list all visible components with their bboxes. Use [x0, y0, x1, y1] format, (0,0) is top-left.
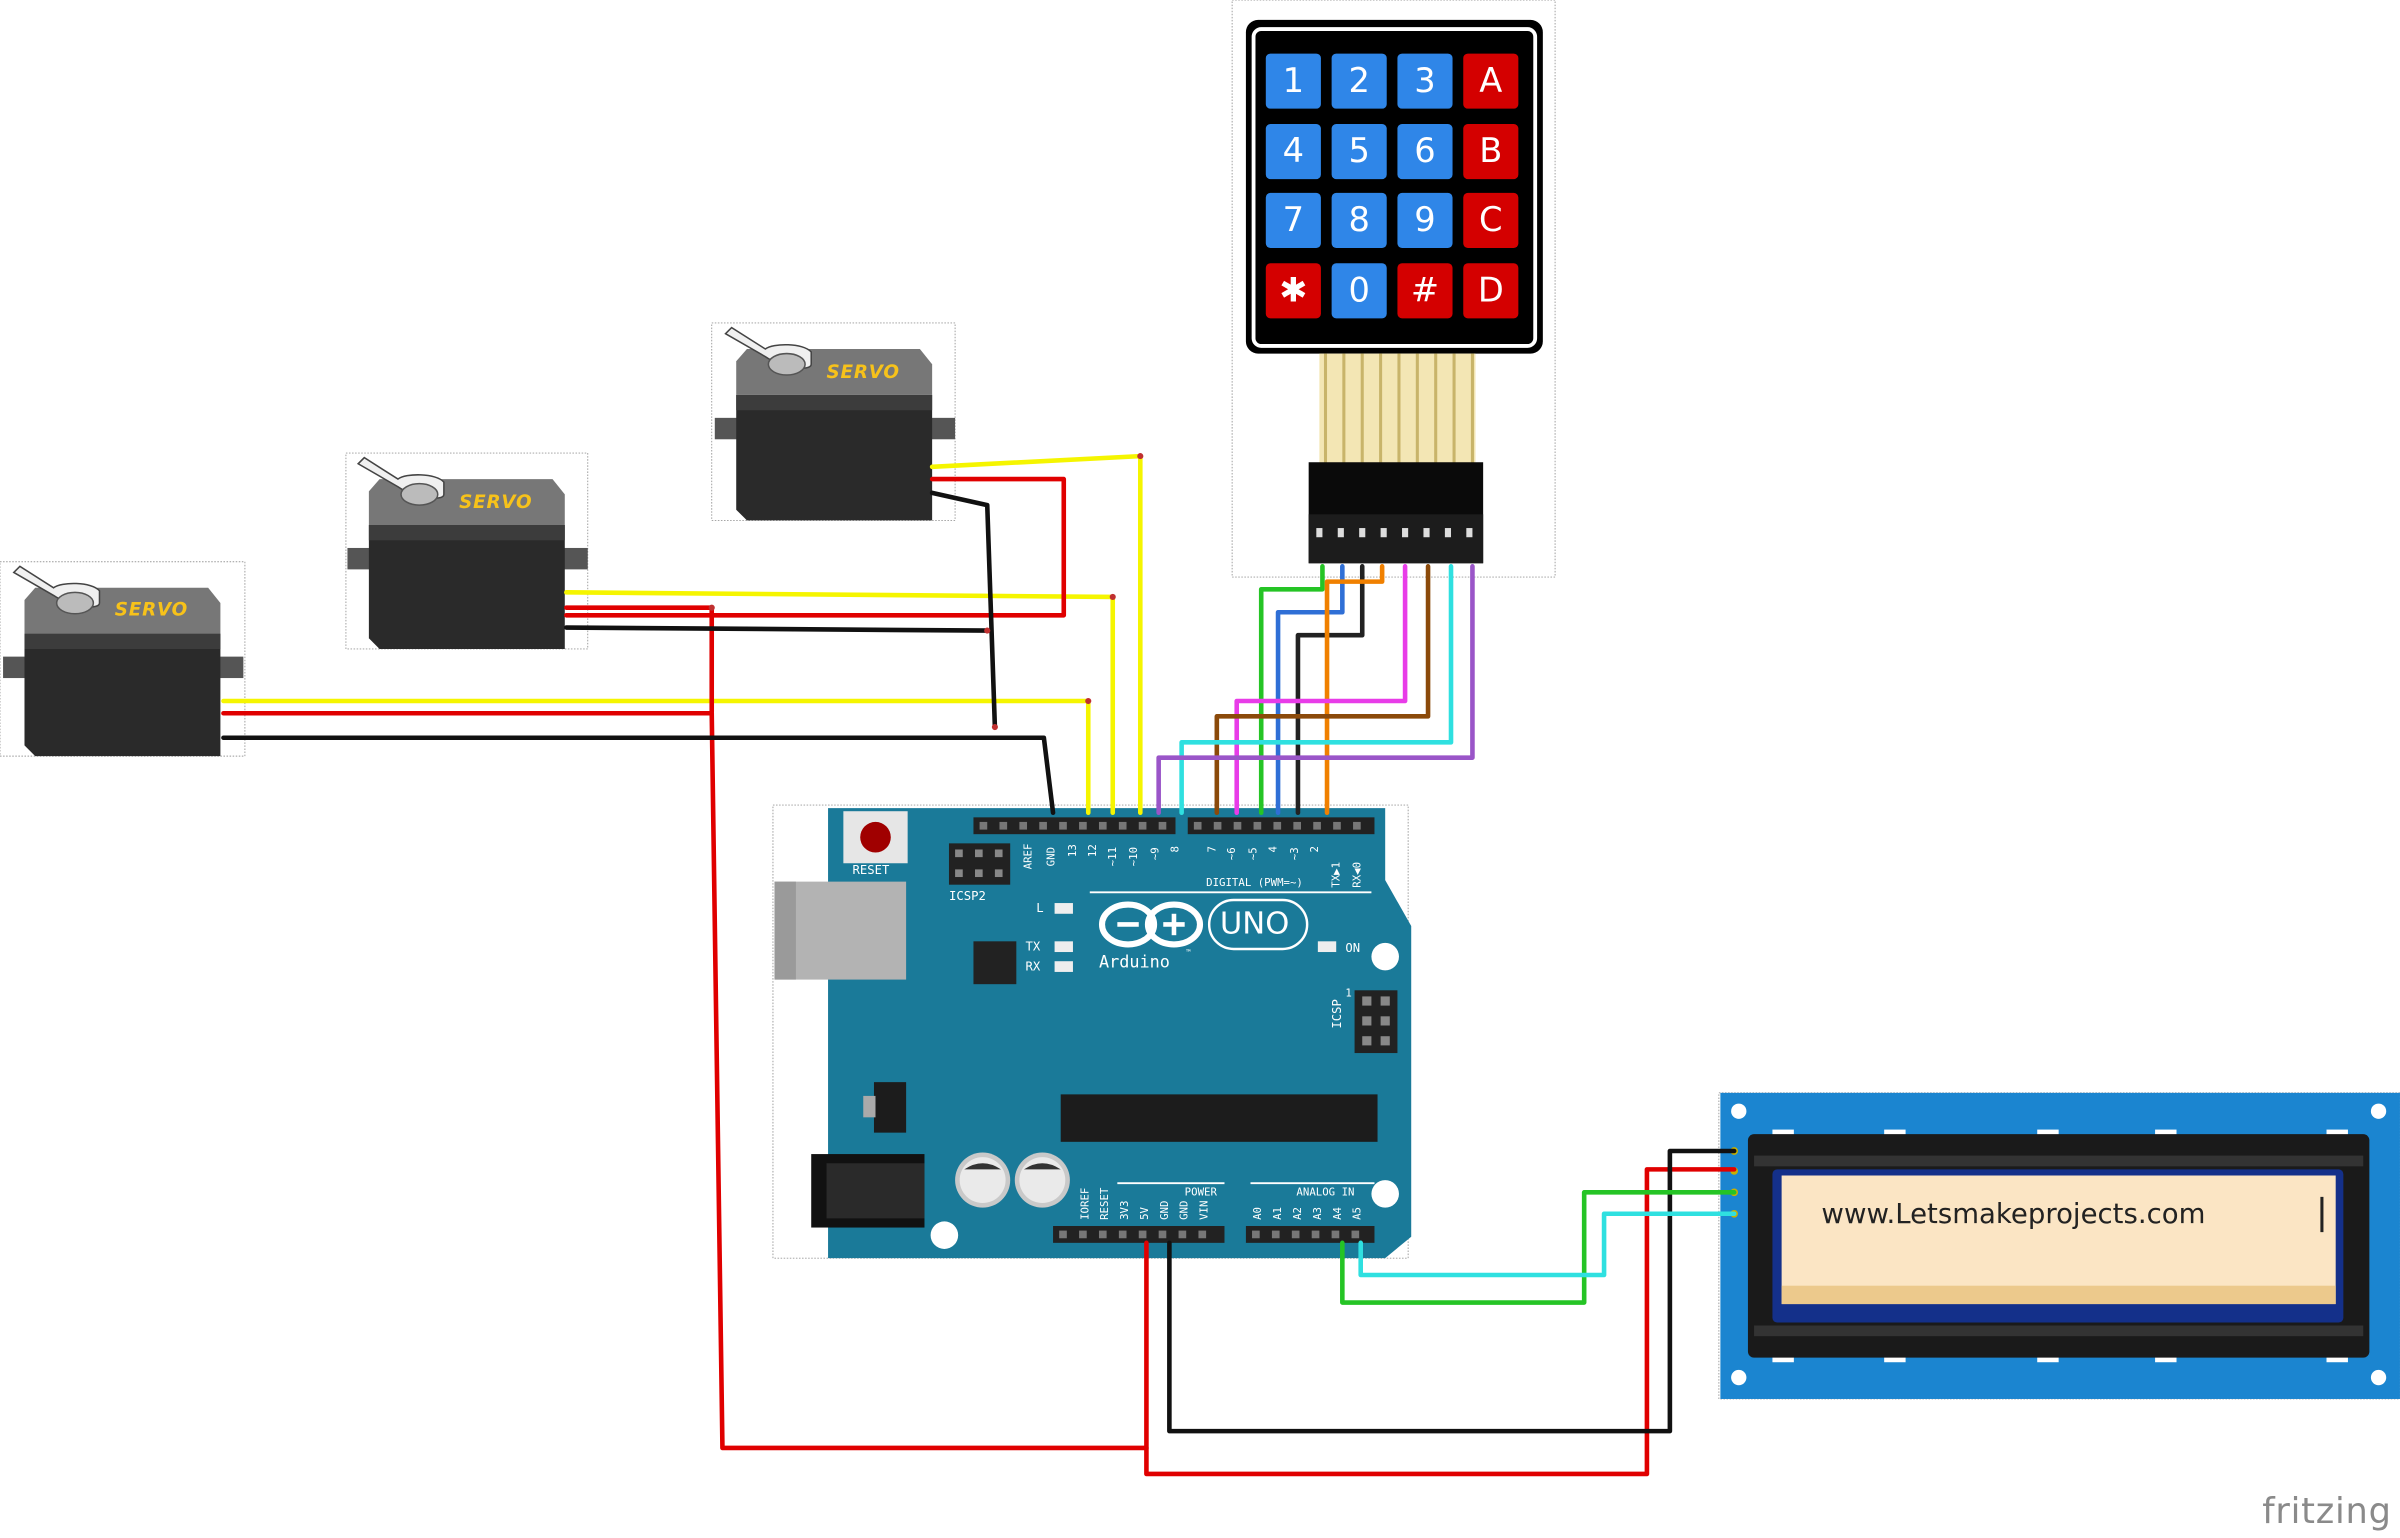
icsp-pin-label: 1	[1345, 987, 1352, 1000]
pin-label: RX◀0	[1351, 861, 1364, 888]
servo-1	[3, 565, 244, 757]
pin-label: 5V	[1138, 1206, 1152, 1220]
pin-label: ~11	[1106, 846, 1119, 867]
pin-label: 7	[1206, 846, 1219, 853]
pin-label: ~5	[1247, 847, 1260, 861]
on-label: ON	[1345, 941, 1361, 956]
wires	[221, 453, 1737, 1477]
pin-label: 3V3	[1118, 1200, 1132, 1220]
analog-in-label: ANALOG IN	[1296, 1186, 1355, 1199]
pin-label: A5	[1351, 1206, 1364, 1220]
digital-label: DIGITAL (PWM=~)	[1206, 877, 1303, 890]
pin-label: 13	[1066, 844, 1080, 858]
lcd-module	[1720, 1092, 2400, 1399]
servo-2	[347, 456, 588, 649]
icsp2-label: ICSP2	[948, 889, 986, 904]
key-1[interactable]: 1	[1265, 53, 1321, 109]
key-8[interactable]: 8	[1331, 192, 1387, 248]
arduino-logo	[1098, 901, 1204, 948]
arduino-brand: Arduino	[1098, 952, 1170, 972]
key-4[interactable]: 4	[1265, 123, 1321, 180]
servo-3	[714, 326, 956, 521]
pin-label: 12	[1086, 844, 1099, 858]
key-star[interactable]: ✱	[1265, 263, 1321, 319]
key-2[interactable]: 2	[1331, 53, 1387, 109]
led-l-label: L	[1036, 901, 1044, 916]
pin-label: IOREF	[1079, 1187, 1092, 1220]
pin-label: A4	[1331, 1206, 1344, 1220]
pin-label: AREF	[1022, 843, 1035, 870]
arduino-uno-board	[774, 808, 1412, 1259]
key-3[interactable]: 3	[1397, 53, 1453, 109]
pin-label: RESET	[1098, 1187, 1112, 1220]
key-hash[interactable]: #	[1397, 263, 1453, 319]
pin-label: 4	[1267, 846, 1280, 853]
pin-label: 8	[1169, 846, 1182, 853]
lcd-display-text: www.Letsmakeprojects.com	[1821, 1198, 2206, 1231]
pin-label: GND	[1178, 1200, 1191, 1220]
led-rx-label: RX	[1025, 959, 1041, 974]
key-d[interactable]: D	[1463, 263, 1519, 319]
key-0[interactable]: 0	[1331, 263, 1387, 319]
servo-3-label: SERVO	[826, 361, 900, 383]
trademark: ™	[1186, 948, 1191, 959]
uno-label: UNO	[1219, 904, 1290, 942]
pin-label: A1	[1271, 1206, 1285, 1220]
power-label: POWER	[1184, 1186, 1217, 1199]
key-6[interactable]: 6	[1397, 123, 1453, 180]
fritzing-watermark: fritzing	[2262, 1492, 2392, 1533]
pin-label: ~10	[1128, 846, 1141, 867]
pin-label: A0	[1252, 1206, 1265, 1220]
pin-label: TX▶1	[1330, 861, 1343, 888]
pin-label: VIN	[1198, 1200, 1211, 1220]
pin-label: A3	[1311, 1206, 1324, 1220]
pin-label: GND	[1158, 1200, 1171, 1220]
key-c[interactable]: C	[1463, 192, 1519, 248]
pin-label: 2	[1308, 846, 1321, 853]
pin-label: ~6	[1226, 847, 1239, 861]
pin-label: ~9	[1149, 847, 1162, 861]
servo-2-label: SERVO	[459, 491, 533, 513]
key-5[interactable]: 5	[1331, 123, 1387, 180]
pin-label: ~3	[1288, 847, 1302, 861]
key-a[interactable]: A	[1463, 53, 1519, 109]
key-b[interactable]: B	[1463, 123, 1519, 180]
servo-1-label: SERVO	[114, 598, 189, 620]
led-tx-label: TX	[1025, 939, 1041, 954]
key-7[interactable]: 7	[1265, 192, 1321, 248]
reset-label: RESET	[852, 863, 890, 878]
pin-label: A2	[1291, 1206, 1305, 1220]
key-9[interactable]: 9	[1397, 192, 1453, 248]
icsp-label: ICSP	[1330, 999, 1344, 1029]
pin-label: GND	[1045, 846, 1058, 867]
